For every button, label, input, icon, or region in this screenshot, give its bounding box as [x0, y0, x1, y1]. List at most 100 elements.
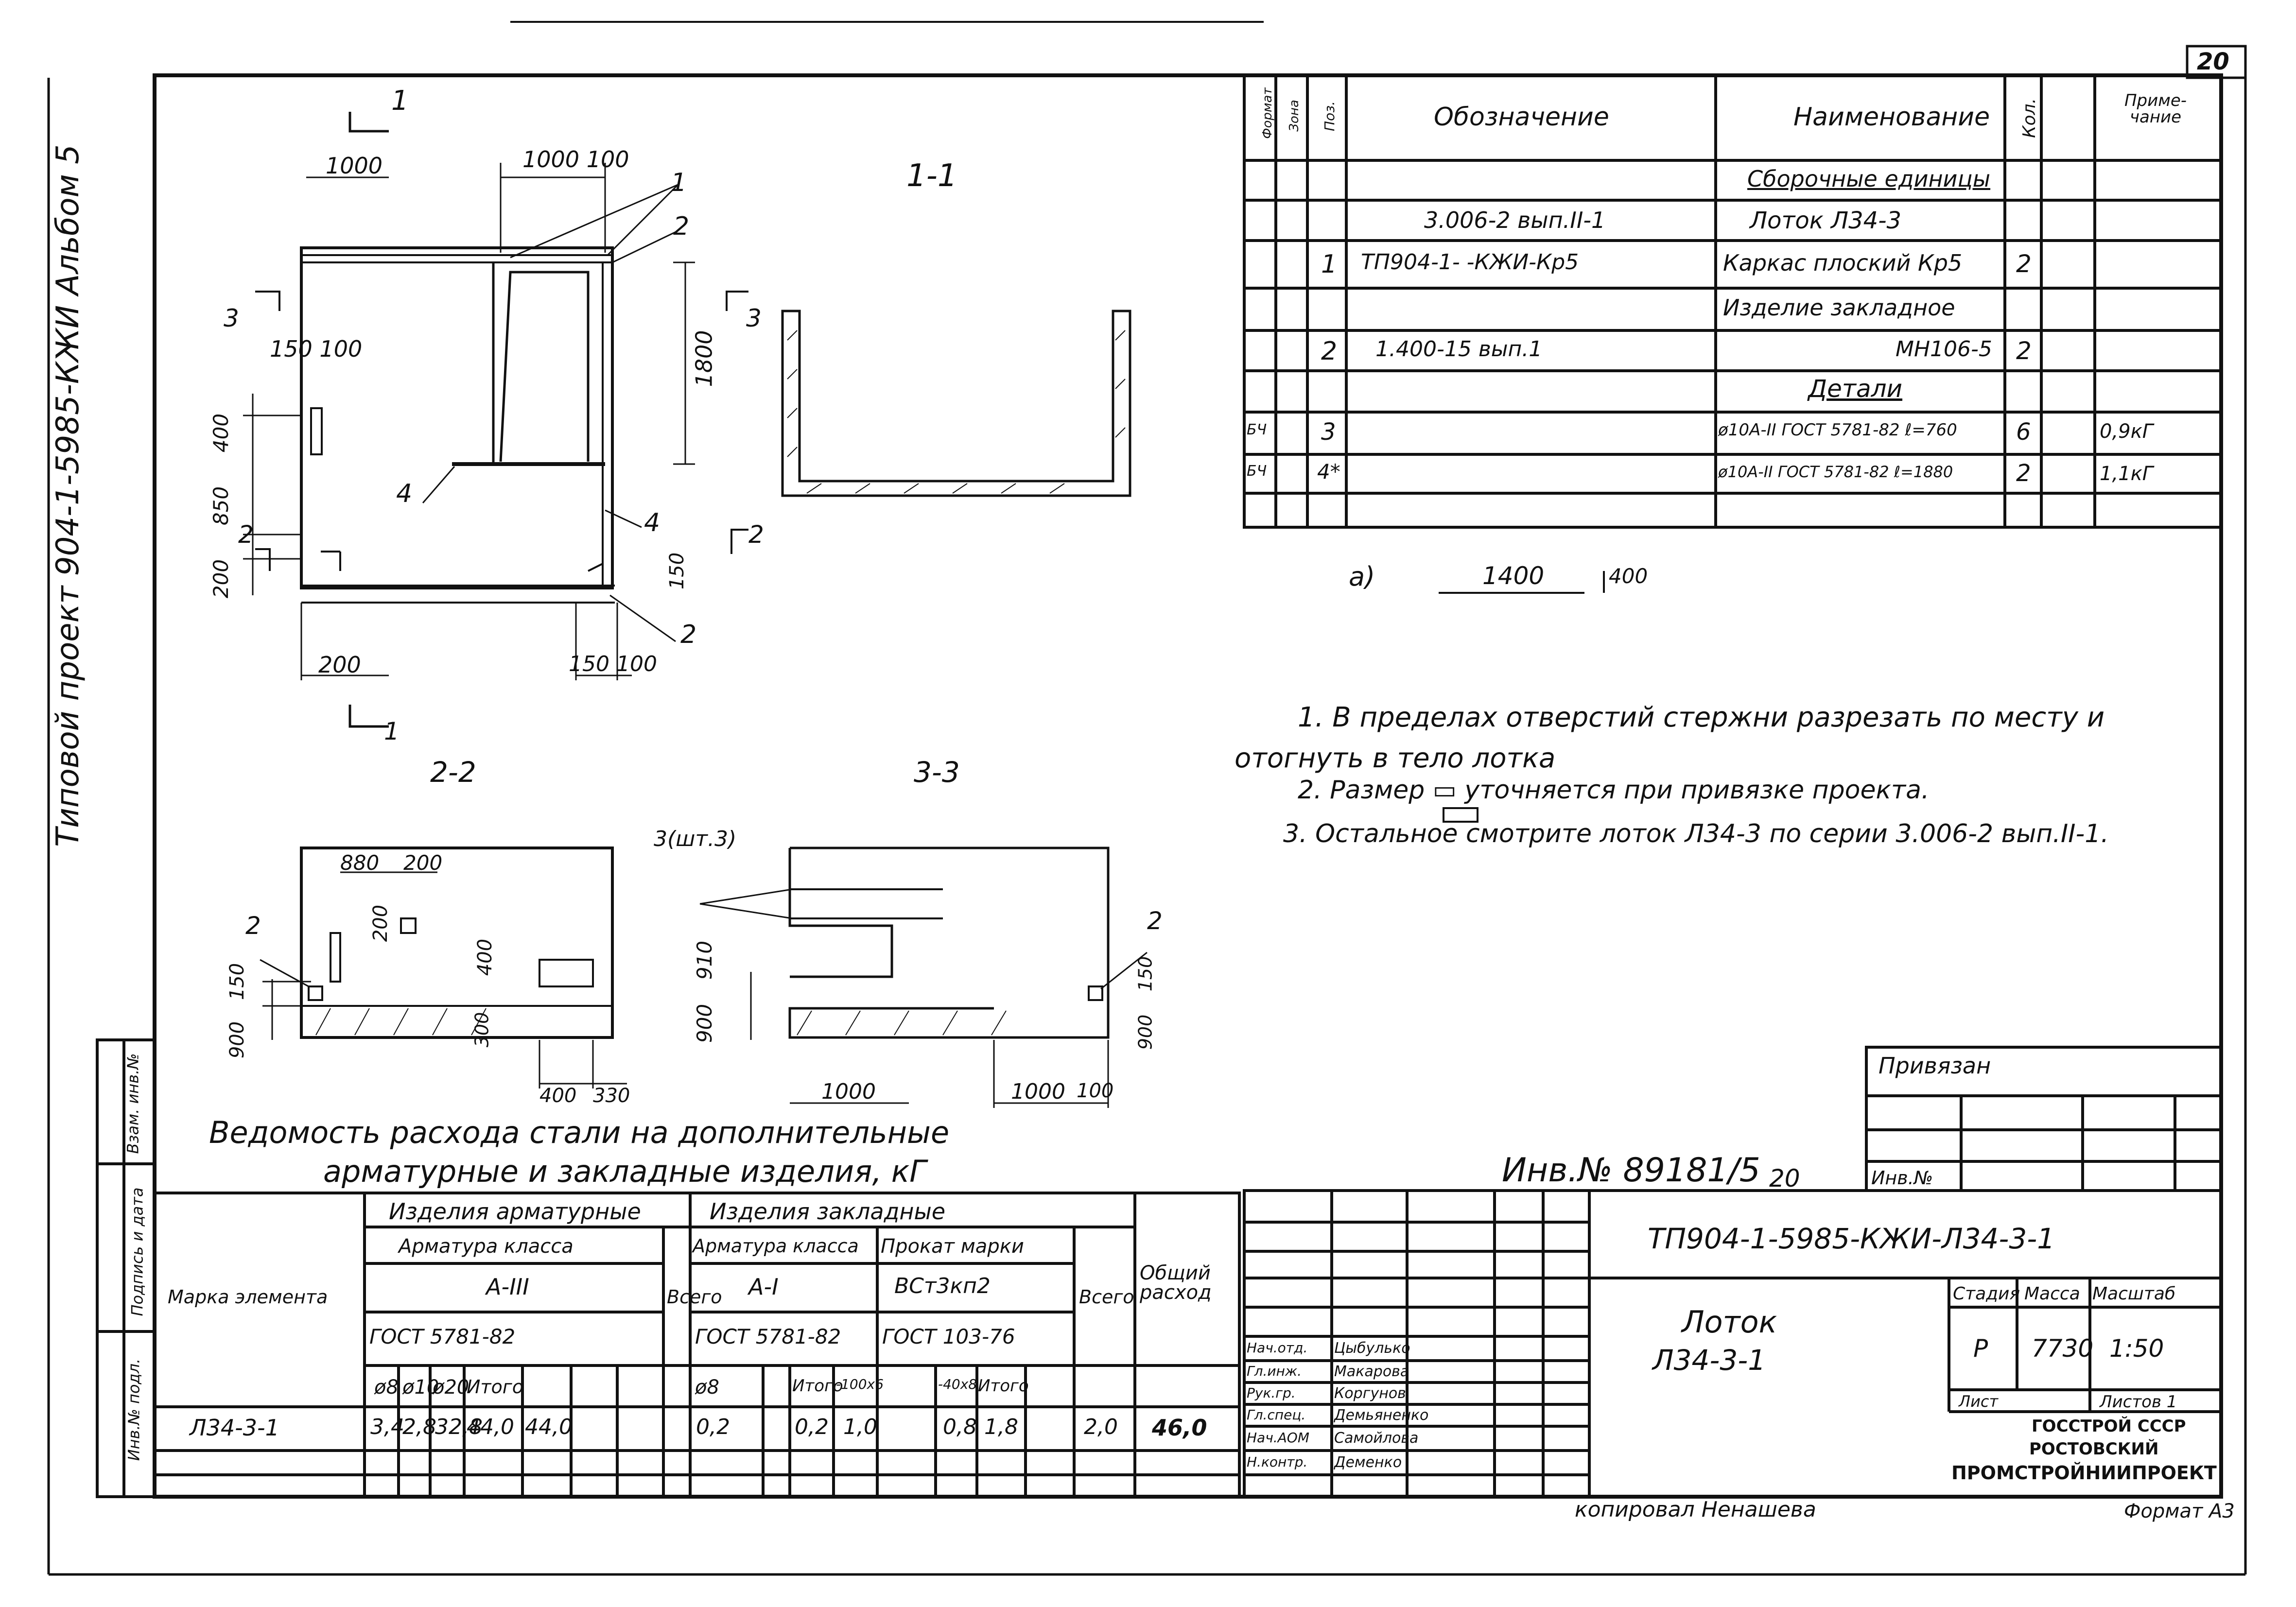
spec-row-note: 0,9кГ	[2100, 420, 2154, 443]
callout-number: 2	[245, 912, 261, 940]
spec-row-name: Каркас плоский Кр5	[1723, 250, 1963, 276]
spec-header-designation: Обозначение	[1434, 103, 1609, 132]
signer-role: Гл.инж.	[1247, 1363, 1302, 1379]
dim-label: 400	[209, 413, 233, 453]
steel-header-d10: ø10	[402, 1376, 439, 1399]
dim-label: 200	[369, 904, 392, 942]
spec-row-qty: 2	[2016, 337, 2032, 365]
callout-label: 3(шт.3)	[654, 827, 737, 851]
signer-name: Макарова	[1334, 1363, 1409, 1380]
spec-row-name: Сборочные единицы	[1747, 166, 1991, 192]
spec-row-designation: ТП904-1- -КЖИ-Кр5	[1361, 250, 1579, 275]
spec-row-name: Лоток Л34-3	[1750, 207, 1902, 234]
dim-label: 150 100	[569, 652, 657, 676]
steel-header-overall: Общий расход	[1140, 1262, 1212, 1304]
steel-header-p40: -40х8	[938, 1376, 977, 1392]
dim-label: 850	[209, 486, 233, 526]
stamp-vzam-inv: Взам. инв.№	[123, 1053, 142, 1154]
spec-header-pos: Поз.	[1321, 101, 1338, 131]
dim-label: 900	[693, 1003, 717, 1043]
spec-row-format: БЧ	[1247, 463, 1267, 480]
spec-row-qty: 2	[2016, 250, 2032, 278]
steel-header-mark: Марка элемента	[168, 1286, 328, 1308]
spec-header-note: Приме-чание	[2124, 91, 2187, 127]
steel-header-armature: Изделия арматурные	[389, 1198, 641, 1225]
callout-number: 2	[1147, 907, 1163, 935]
spec-header-name: Наименование	[1793, 103, 1990, 132]
signer-name: Самойлова	[1334, 1430, 1419, 1447]
dim-label: 910	[693, 940, 717, 980]
steel-cell: 0,2	[795, 1415, 829, 1439]
scale-value: 1:50	[2109, 1334, 2164, 1363]
spec-row-name: Детали	[1808, 375, 1903, 403]
spec-header-zone: Зона	[1287, 100, 1302, 132]
steel-cell: 2,0	[1084, 1415, 1118, 1439]
steel-cell: 0,8	[943, 1415, 977, 1439]
spec-header-format: Формат	[1260, 87, 1275, 139]
steel-header-armature-class: Арматура класса	[399, 1235, 574, 1258]
steel-cell: 2,8	[402, 1415, 436, 1439]
steel-header-itogo: Итого	[467, 1376, 524, 1398]
inv-number: Инв.№ 89181/5	[1502, 1151, 1760, 1190]
spec-row-pos: 3	[1321, 418, 1336, 446]
spec-row-format: БЧ	[1247, 421, 1267, 438]
steel-cell: 1,0	[843, 1415, 877, 1439]
privyazan-label: Привязан	[1879, 1053, 1991, 1079]
spec-header-qty: Кол.	[2019, 98, 2040, 138]
steel-header-gost2: ГОСТ 5781-82	[695, 1325, 841, 1348]
spec-row-pos: 4*	[1317, 460, 1340, 484]
steel-header-gost: ГОСТ 5781-82	[369, 1325, 516, 1348]
dim-label: 1000	[326, 153, 383, 179]
steel-header-embedded: Изделия закладные	[710, 1198, 946, 1225]
note-1: 1. В пределах отверстий стержни разрезат…	[1235, 702, 2105, 774]
steel-cell: 44,0	[525, 1415, 573, 1439]
sheets-label: Листов 1	[2100, 1392, 2177, 1412]
callout-number: 2	[680, 620, 697, 649]
dim-label: 1800	[691, 330, 717, 387]
note-3: 3. Остальное смотрите лоток Л34-3 по сер…	[1283, 819, 2109, 848]
stamp-signature-date: Подпись и дата	[128, 1187, 147, 1316]
dim-label: 150 100	[270, 336, 363, 362]
callout-number: 1	[671, 168, 687, 197]
steel-header-armature-class2: Арматура класса	[693, 1235, 859, 1257]
spec-row-designation: 1.400-15 вып.1	[1375, 337, 1543, 362]
spec-row-qty: 2	[2016, 460, 2031, 487]
spec-row-designation: 3.006-2 вып.II-1	[1424, 207, 1606, 233]
sheet-number: 20	[2197, 48, 2229, 75]
dim-label: 1000	[1011, 1079, 1065, 1104]
dim-label: 200	[318, 652, 361, 678]
steel-cell: 32,8	[435, 1415, 483, 1439]
dim-label: 150	[226, 963, 249, 1001]
dim-label: 1000	[821, 1079, 876, 1104]
signer-name: Деменко	[1334, 1454, 1402, 1471]
steel-cell: 44,0	[467, 1415, 514, 1439]
title-inv-no: Инв.№	[1871, 1167, 1933, 1189]
steel-header-itogo3: Итого	[978, 1376, 1029, 1396]
steel-header-p100: -100х6	[836, 1376, 884, 1392]
steel-header-d20: ø20	[433, 1376, 470, 1399]
steel-cell: 1,8	[984, 1415, 1018, 1439]
stage-header: Стадия	[1953, 1284, 2020, 1304]
steel-header-a3: А-III	[486, 1274, 529, 1300]
signer-role: Гл.спец.	[1247, 1407, 1306, 1423]
steel-cell: 3,4	[370, 1415, 404, 1439]
steel-header-gost103: ГОСТ 103-76	[882, 1325, 1015, 1348]
steel-cell: 46,0	[1152, 1415, 1207, 1441]
spec-row-qty: 6	[2016, 418, 2031, 446]
section-mark: 3	[746, 304, 762, 332]
spec-row-pos: 1	[1321, 250, 1338, 279]
dim-label: 330	[593, 1085, 630, 1107]
signer-name: Цыбулько	[1334, 1340, 1410, 1357]
steel-header-vst: ВСт3кп2	[894, 1274, 991, 1298]
document-title-mark: Л34-3-1	[1652, 1344, 1766, 1377]
steel-table-title-2: арматурные и закладные изделия, кГ	[323, 1154, 926, 1189]
stage-value: Р	[1973, 1334, 1988, 1363]
note-2: 2. Размер ▭ уточняется при привязке прое…	[1298, 776, 1930, 805]
section-mark: 2	[748, 520, 764, 549]
signer-role: Рук.гр.	[1247, 1385, 1296, 1401]
callout-number: 4	[396, 479, 413, 508]
dim-label: 200	[403, 851, 443, 875]
spec-row-pos: 2	[1321, 337, 1338, 366]
section-mark: 2	[238, 520, 254, 549]
